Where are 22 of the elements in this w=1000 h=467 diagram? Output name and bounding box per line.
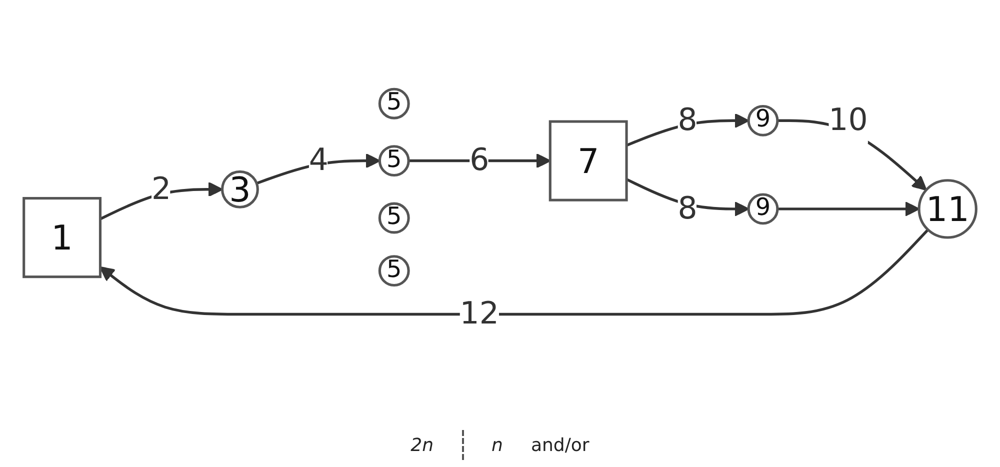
node-circle: 5 [378,88,410,120]
node-circle: 9 [747,104,779,136]
node-circle: 9 [747,193,779,225]
edge-label: 12 [460,296,499,332]
edge-label: 4 [308,142,328,179]
node-circle: 11 [918,179,978,239]
edge-label: 10 [828,102,868,139]
node-circle: 5 [378,255,410,287]
node-box: 7 [548,120,628,202]
ploidy-label: 2n [410,434,434,456]
edge-label: 2 [151,171,172,208]
edge-label: 8 [678,102,698,139]
edge-label: 6 [470,142,490,179]
node-box: 1 [22,196,102,278]
ploidy-label: n [492,434,503,456]
arrow [777,201,920,216]
edge-label: 8 [678,191,698,227]
arrow [100,228,929,316]
node-circle: 3 [220,170,259,208]
note-label: and/or [530,434,590,456]
node-circle: 5 [378,202,410,234]
node-circle: 5 [378,145,410,177]
